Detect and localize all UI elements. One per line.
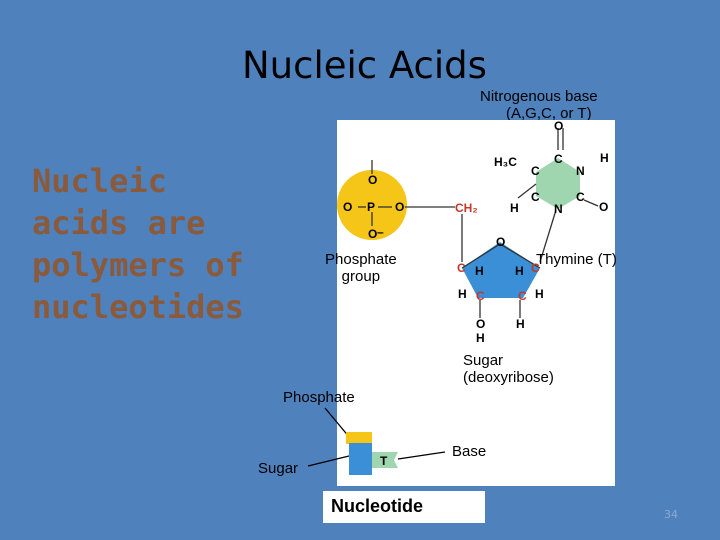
atom-c-4: C [457,261,466,275]
slide-title: Nucleic Acids [242,44,487,87]
nucleotide-schematic: T [346,432,398,475]
sugar-pentagon [462,242,540,298]
atom-h-c1: H [515,264,524,278]
sugar-deoxyribose-label-line2: (deoxyribose) [463,369,554,386]
atom-c-base-top: C [554,152,563,166]
atom-h-c6: H [510,201,519,215]
thymine-label: Thymine (T) [536,251,617,268]
group-h3c: H₃C [494,155,517,169]
schematic-sugar [349,443,372,475]
atom-o-base-top: O [554,119,563,133]
sugar-deoxyribose-label-line1: Sugar [463,352,504,369]
atom-c-2: C [518,289,527,303]
chemical-structure: O O P O O – CH₂ O C C C C O H H H H H H … [343,119,609,345]
atom-o-top: O [368,173,377,187]
atom-h-c2: H [516,317,525,331]
atom-h-c4: H [475,264,484,278]
atom-n-base-1: N [554,202,563,216]
page-number: 34 [664,508,678,521]
sugar-label: Sugar [258,460,299,477]
schematic-base [372,452,398,468]
phosphate-group-label: Phosphate group [325,251,397,285]
group-ch2: CH₂ [455,201,478,215]
sugar-deoxyribose-label: Sugar (deoxyribose) [463,352,554,386]
phosphate-group-label-line1: Phosphate [325,251,397,268]
phosphate-label: Phosphate [283,389,355,406]
atom-c-base-5: C [531,164,540,178]
atom-o-left: O [343,200,352,214]
atom-n-base-3: N [576,164,585,178]
atom-o-bottom: O [368,227,377,241]
nitrogenous-base-label-line1: Nitrogenous base [480,88,598,105]
atom-o-ring: O [496,235,505,249]
atom-h-o3: H [476,331,485,345]
atom-h-n3: H [600,151,609,165]
schematic-base-letter: T [380,454,388,468]
atom-c-3: C [476,289,485,303]
atom-o-right: O [395,200,404,214]
nitrogenous-base-label: Nitrogenous base (A,G,C, or T) [480,88,598,122]
atom-c-1: C [531,261,540,275]
lead-statement: Nucleic acids are polymers of nucleotide… [32,162,244,326]
nitrogenous-base-label-line2: (A,G,C, or T) [506,105,592,122]
atom-o-3: O [476,317,485,331]
atom-c-base-6: C [531,190,540,204]
charge-minus: – [377,225,384,239]
bonds [358,128,599,318]
atom-p: P [367,200,375,214]
base-label: Base [452,443,487,460]
base-hexagon [536,158,580,209]
atom-c-base-2: C [576,190,585,204]
nucleotide-caption: Nucleotide [323,491,485,523]
phosphate-group-label-line2: group [341,268,381,285]
schematic-phosphate [346,432,372,444]
phosphate-circle [337,170,407,240]
atom-o-base-2: O [599,200,608,214]
atom-h-c3-left: H [458,287,467,301]
atom-h-c2-right: H [535,287,544,301]
leader-lines [307,407,446,467]
